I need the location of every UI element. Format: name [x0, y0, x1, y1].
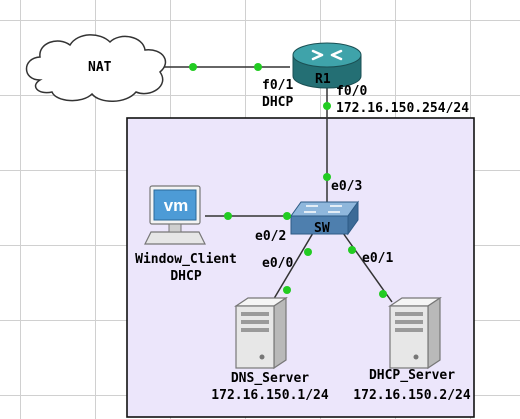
dns-server-name-label: DNS_Server	[230, 371, 310, 386]
interface-label-e02: e0/2	[255, 229, 287, 244]
link-endpoint-dot	[283, 286, 291, 294]
vm-badge: vm	[164, 196, 189, 215]
switch-sw[interactable]	[290, 200, 359, 236]
router-icon	[292, 42, 362, 89]
client-name-label: Window_Client	[135, 252, 237, 267]
vm-workstation-icon	[144, 185, 206, 245]
server-icon	[388, 296, 442, 370]
nat-label: NAT	[88, 60, 112, 75]
link-sw-dns	[271, 232, 314, 303]
link-endpoint-dot	[323, 102, 331, 110]
interface-label-e03: e0/3	[331, 179, 363, 194]
link-endpoint-dot	[348, 246, 356, 254]
router-label: R1	[315, 72, 331, 87]
dns-server-ip-label: 172.16.150.1/24	[211, 388, 329, 403]
dhcp-server-host[interactable]	[388, 296, 442, 370]
server-icon	[234, 296, 288, 370]
interface-label-e00: e0/0	[262, 256, 294, 271]
link-endpoint-dot	[189, 63, 197, 71]
link-endpoint-dot	[254, 63, 262, 71]
dhcp-server-name-label: DHCP_Server	[368, 368, 456, 383]
switch-icon	[290, 200, 359, 236]
interface-label-e01: e0/1	[362, 251, 394, 266]
link-endpoint-dot	[323, 173, 331, 181]
switch-label: SW	[314, 221, 330, 236]
dns-server-host[interactable]	[234, 296, 288, 370]
nat-cloud[interactable]	[25, 34, 167, 102]
interface-ip-f00: 172.16.150.254/24	[336, 101, 470, 116]
link-endpoint-dot	[379, 290, 387, 298]
link-endpoint-dot	[224, 212, 232, 220]
interface-label-f01: f0/1	[262, 78, 294, 93]
window-client-host[interactable]: vm	[144, 185, 206, 245]
interface-label-f00: f0/0	[336, 84, 368, 99]
cloud-icon	[25, 34, 167, 102]
interface-mode-f01: DHCP	[262, 95, 294, 110]
link-endpoint-dot	[283, 212, 291, 220]
link-endpoint-dot	[304, 248, 312, 256]
dhcp-server-ip-label: 172.16.150.2/24	[353, 388, 471, 403]
router-r1[interactable]	[292, 42, 362, 89]
client-ip-label: DHCP	[170, 269, 202, 284]
